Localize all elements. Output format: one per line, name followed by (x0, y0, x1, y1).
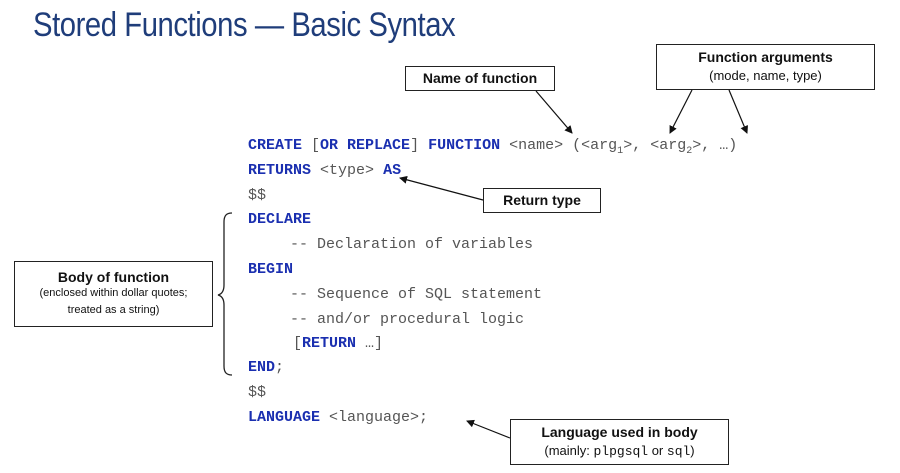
body-of-function-line2: treated as a string) (67, 304, 160, 316)
function-arguments-box: Function arguments (mode, name, type) (656, 44, 875, 90)
code-line-create: CREATE [OR REPLACE] FUNCTION <name> (<ar… (248, 136, 737, 158)
comment-declaration: -- Declaration of variables (290, 236, 534, 253)
args-mid: >, <arg (623, 137, 687, 154)
keyword-declare: DECLARE (248, 211, 312, 228)
keyword-return: RETURN (302, 335, 357, 352)
keyword-begin: BEGIN (248, 261, 294, 278)
arg2-subscript: 2 (686, 146, 693, 157)
code-line-end: END; (248, 358, 284, 378)
keyword-or-replace: OR REPLACE (320, 137, 411, 154)
args-open: (<arg (572, 137, 618, 154)
bracket-open: [ (293, 335, 303, 352)
code-line-return: [RETURN …] (293, 334, 383, 354)
bracket-close: ] (410, 137, 420, 154)
placeholder-name: <name> (509, 137, 564, 154)
arrow-to-language (466, 419, 511, 439)
language-prefix: (mainly: (544, 443, 594, 458)
arrow-to-name (535, 90, 573, 134)
name-of-function-box: Name of function (405, 66, 555, 91)
code-dollar-open: $$ (248, 187, 267, 204)
return-rest: …] (356, 335, 384, 352)
function-arguments-title: Function arguments (698, 49, 833, 65)
name-of-function-label: Name of function (422, 70, 538, 86)
end-semicolon: ; (275, 359, 285, 376)
keyword-create: CREATE (248, 137, 303, 154)
keyword-end: END (248, 359, 276, 376)
language-used-detail: (mainly: plpgsql or sql) (511, 443, 728, 459)
body-of-function-line1: (enclosed within dollar quotes; (39, 287, 188, 299)
comment-sequence: -- Sequence of SQL statement (290, 286, 543, 303)
language-suffix: ) (690, 443, 695, 458)
keyword-as: AS (383, 162, 402, 179)
keyword-language: LANGUAGE (248, 409, 321, 426)
language-used-box: Language used in body (mainly: plpgsql o… (510, 419, 729, 465)
body-brace-icon (217, 212, 233, 376)
slide-title: Stored Functions — Basic Syntax (33, 6, 456, 44)
keyword-function: FUNCTION (428, 137, 501, 154)
code-line-returns: RETURNS <type> AS (248, 161, 401, 181)
code-dollar-close: $$ (248, 384, 267, 401)
arg1-subscript: 1 (617, 146, 624, 157)
code-line-language: LANGUAGE <language>; (248, 408, 428, 428)
return-type-label: Return type (503, 192, 581, 208)
language-sql: sql (666, 444, 691, 459)
keyword-returns: RETURNS (248, 162, 312, 179)
language-or: or (648, 443, 667, 458)
placeholder-language: <language>; (329, 409, 429, 426)
language-used-title: Language used in body (541, 424, 698, 440)
bracket-open: [ (311, 137, 321, 154)
arrow-to-return-type (399, 175, 484, 201)
arrow-to-arg1 (669, 89, 693, 134)
body-of-function-box: Body of function (enclosed within dollar… (14, 261, 213, 327)
return-type-box: Return type (483, 188, 601, 213)
placeholder-type: <type> (320, 162, 375, 179)
args-close: >, …) (692, 137, 738, 154)
language-plpgsql: plpgsql (593, 444, 649, 459)
function-arguments-detail: (mode, name, type) (709, 68, 822, 83)
body-of-function-title: Body of function (57, 269, 170, 285)
arrow-to-arg2 (728, 89, 748, 134)
comment-procedural: -- and/or procedural logic (290, 311, 525, 328)
